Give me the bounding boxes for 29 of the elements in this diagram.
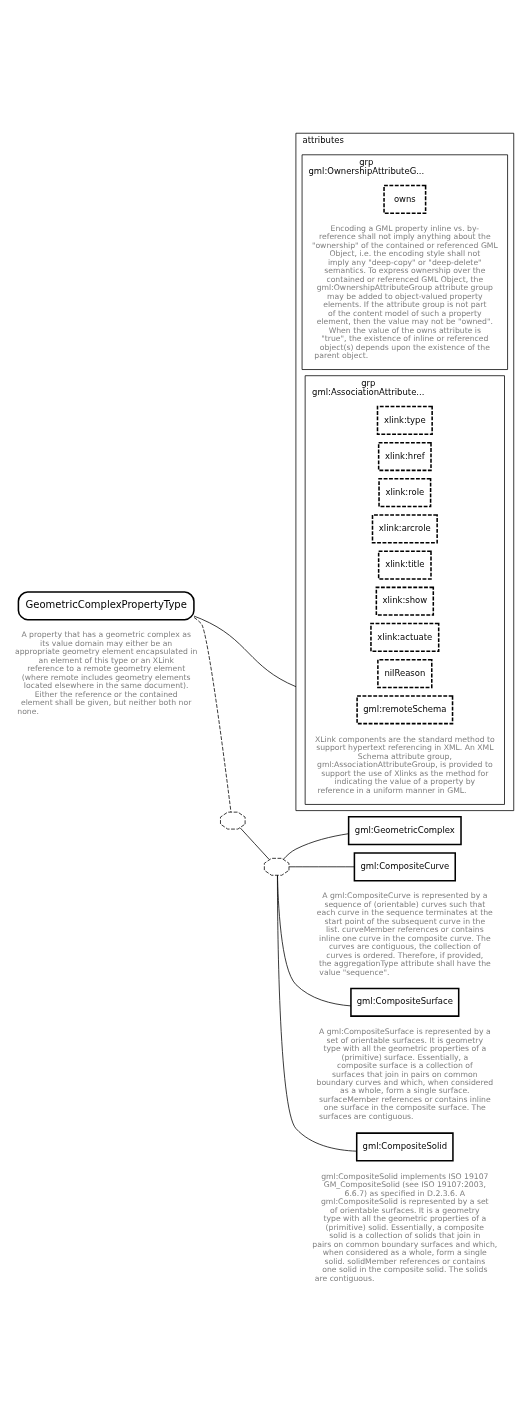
node-box: xlink:show (375, 586, 435, 616)
node-label: A gml:CompositeCurve is represented by a sequence of (orientable) curves such that each curve in the sequence terminates at the start point of the subsequent curve in the list. curveMember references or contains inline one curve in the composite curve. The curves are contiguous, the collection of curves is ordered. Therefore, if provided, the aggregationType attribute shall have the value "sequence". (316, 890, 493, 977)
node-label: A gml:CompositeSurface is represented by a set of orientable surfaces. It is geometry type with all the geometric properties of a (primitive) surface. Essentially, a composite surface is a collection of surfaces that join in pairs on common boundary curves and which, when considered as a whole, form a single surface. surfaceMember references or contains inline one surface in the composite surface. The surfaces are contiguous. (316, 1026, 494, 1121)
connector (193, 615, 297, 687)
node-label: XLink components are the standard method to support hypertext referencing in XML. An XML Schema attribute group, gml:AssociationAttributeGroup, is provided to support the use of Xlinks as the method for indicating the value of a property by reference in a uniform manner in GML. (314, 734, 495, 795)
node-label: gml:CompositeSolid implements ISO 19107 GM_CompositeSolid (see ISO 19107:2003, 6.6.7) as specified in D.2.3.6. A gml:CompositeSolid is represented by a set of orientable surfaces. It is a geometry type with all the geometric properties of a (primitive) solid. Essentially, a composite solid is a collection of solids that join in pairs on common boundary surfaces and which, when considered as a whole, form a single solid. solidMember references or contains one solid in the composite solid. The solids are contiguous. (312, 1171, 498, 1283)
node-box: nilReason (377, 658, 433, 688)
node-box: gml:CompositeSolid (355, 1131, 454, 1162)
node-box: xlink:actuate (370, 622, 440, 652)
node-box: gml:remoteSchema (356, 694, 454, 724)
node-box: owns (383, 184, 427, 214)
node-label: Encoding a GML property inline vs. by-reference shall not imply anything about the "ownership" of the contained or referenced GML Object, i.e. the encoding style shall not imply any "deep-copy" or "deep-delete" semantics. To express ownership over the contained or referenced GML Object, the gml:OwnershipAttributeGroup attribute group may be added to object-valued property elements. If the attribute group is not part of the content model of such a property element, then the value may not be "owned". When the value of the owns attribute is "true", the existence of inline or referenced object(s) depends upon the existence of the parent object. (311, 223, 498, 360)
node-box: xlink:role (378, 477, 432, 507)
connector (193, 616, 232, 812)
node-box: xlink:title (377, 549, 432, 580)
node-box: gml:CompositeSurface (350, 987, 460, 1017)
node-box: GeometricComplexPropertyType (17, 590, 195, 620)
connector (283, 832, 349, 860)
node-label: A property that has a geometric complex as its value domain may either be an appropriate geometry element encapsulated in an element of this type or an XLink reference to a remote geometry element (where remote includes geometry elements located elsewhere in the same document). Either the reference or the contained element shall be given, but neither both nor none. (15, 629, 198, 716)
node-octagon (263, 857, 290, 876)
connector (239, 826, 270, 860)
node-box: gml:GeometricComplex (347, 815, 462, 845)
connector (277, 874, 357, 1152)
node-box: gml:CompositeCurve (353, 851, 456, 881)
node-box: xlink:arcrole (371, 513, 438, 543)
connector (288, 865, 355, 867)
node-octagon (220, 811, 246, 829)
node-box: xlink:href (377, 441, 432, 471)
node-box: xlink:type (376, 405, 433, 435)
